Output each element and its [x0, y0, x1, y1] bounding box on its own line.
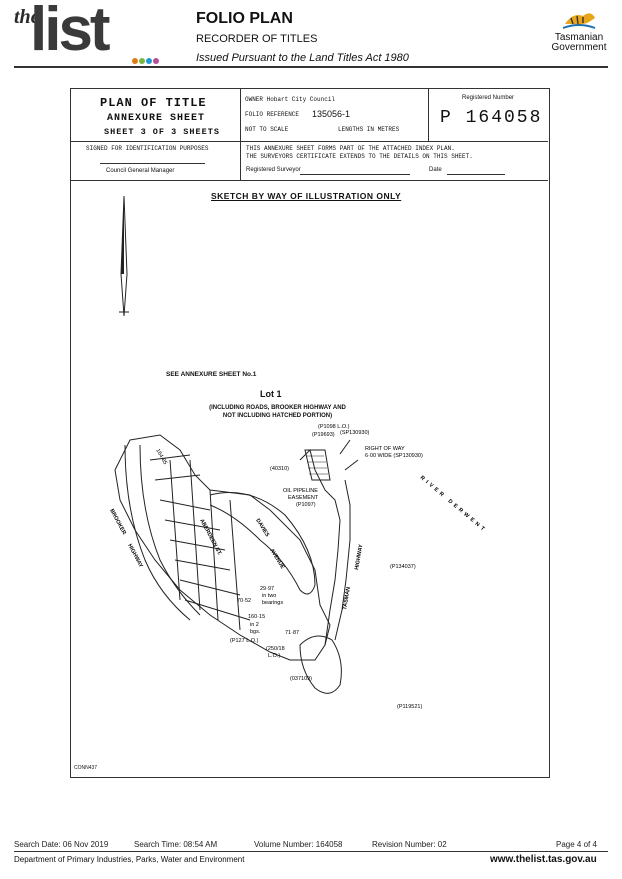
logo-dot	[132, 58, 138, 64]
street-label: HIGHWAY	[126, 543, 144, 569]
logo-dot	[139, 58, 145, 64]
logo-dot	[146, 58, 152, 64]
date-label: Date	[429, 167, 442, 173]
street-label: HIGHWAY	[354, 544, 364, 571]
date-line	[447, 174, 505, 175]
volume-number: Volume Number: 164058	[254, 840, 343, 849]
surveyor-line	[300, 174, 410, 175]
river-label: RIVER DERWENT	[419, 475, 488, 534]
street-label: TASMAN	[342, 587, 352, 611]
map-label: (P134037)	[390, 564, 416, 570]
council-general-manager: Council General Manager	[106, 168, 175, 174]
page-title: FOLIO PLAN	[196, 10, 293, 27]
registered-surveyor-label: Registered Surveyor	[246, 167, 301, 173]
plan-frame	[70, 88, 550, 778]
signature-line	[100, 163, 205, 164]
tasmanian-tiger-icon	[562, 13, 596, 29]
map-label: (250/18	[266, 646, 285, 652]
map-label: (037109)	[290, 676, 312, 682]
map-label: (P119521)	[397, 704, 422, 710]
map-label: OIL PIPELINE	[283, 488, 318, 494]
map-label: (P19693)	[312, 432, 335, 438]
not-to-scale: NOT TO SCALE	[245, 126, 289, 133]
search-time: Search Time: 08:54 AM	[134, 840, 218, 849]
lot-sketch-map: (P1098 L.O.) (P19693) (SP130930) RIGHT O…	[108, 424, 488, 710]
map-label: (P127 L.O.)	[230, 638, 259, 644]
map-label: RIGHT OF WAY	[365, 446, 405, 452]
header-divider	[14, 66, 608, 68]
registered-number: P 164058	[440, 108, 543, 128]
map-label: in 2	[250, 622, 259, 628]
folio-reference-label: FOLIO REFERENCE	[245, 111, 300, 118]
divider	[428, 88, 429, 141]
gov-line1: Tasmanian	[554, 32, 604, 43]
annexure-note-line: THIS ANNEXURE SHEET FORMS PART OF THE AT…	[246, 145, 455, 152]
signed-for-identification: SIGNED FOR IDENTIFICATION PURPOSES	[86, 145, 209, 152]
tasmanian-government-logo: Tasmanian Government	[548, 8, 610, 53]
page-subtitle: RECORDER OF TITLES	[196, 33, 318, 45]
lengths-units: LENGTHS IN METRES	[338, 126, 400, 133]
lot-note-line: NOT INCLUDING HATCHED PORTION)	[222, 413, 333, 419]
lot-label: Lot 1	[260, 389, 282, 399]
folio-reference-value: 135056-1	[312, 109, 351, 119]
map-label: (P1097)	[296, 502, 316, 508]
map-label: 160·15	[248, 614, 265, 620]
title-block	[70, 88, 548, 181]
street-label: BROOKER	[108, 508, 127, 536]
annexure-note-line: THE SURVEYORS CERTIFICATE EXTENDS TO THE…	[246, 153, 473, 160]
gov-line2: Government	[551, 42, 607, 53]
see-annexure: SEE ANNEXURE SHEET No.1	[166, 371, 257, 378]
owner: OWNER Hobart City Council	[245, 96, 336, 103]
logo-dots	[132, 51, 160, 69]
map-label: (P1098 L.O.)	[318, 424, 350, 430]
map-label: (40310)	[270, 466, 289, 472]
lot-note-line: (INCLUDING ROADS, BROOKER HIGHWAY AND	[209, 405, 346, 411]
department: Department of Primary Industries, Parks,…	[14, 855, 245, 864]
annexure-note: THIS ANNEXURE SHEET FORMS PART OF THE AT…	[246, 145, 473, 161]
search-date: Search Date: 06 Nov 2019	[14, 840, 109, 849]
map-label: 29·97	[260, 586, 274, 592]
divider	[70, 141, 548, 142]
website-link[interactable]: www.thelist.tas.gov.au	[490, 854, 597, 865]
map-label: in two	[262, 593, 276, 599]
map-label: 164·85	[154, 448, 168, 466]
divider	[240, 88, 241, 141]
map-label: 70·52	[237, 598, 251, 604]
annexure-sheet: ANNEXURE SHEET	[107, 113, 206, 124]
sketch-heading: SKETCH BY WAY OF ILLUSTRATION ONLY	[211, 191, 402, 201]
sheet-count: SHEET 3 OF 3 SHEETS	[104, 127, 220, 137]
map-label: 6·00 WIDE (SP130930)	[365, 453, 423, 459]
map-label: bgs.	[250, 629, 261, 635]
lot-note: (INCLUDING ROADS, BROOKER HIGHWAY AND NO…	[170, 404, 385, 420]
page-number: Page 4 of 4	[556, 840, 597, 849]
street-label: AVENUE	[268, 548, 285, 571]
logo-the-text: the	[14, 6, 40, 28]
map-label: 71·87	[285, 630, 299, 636]
issued-note: Issued Pursuant to the Land Titles Act 1…	[196, 52, 409, 64]
map-label: (SP130930)	[340, 430, 370, 436]
north-arrow-icon	[119, 195, 129, 317]
map-label: bearings	[262, 600, 283, 606]
logo-dot	[153, 58, 159, 64]
logo-list-text: list	[30, 0, 111, 64]
plan-of-title: PLAN OF TITLE	[100, 96, 207, 110]
registered-number-label: Registered Number	[462, 95, 515, 101]
map-label: L.O.)	[268, 653, 280, 659]
footer-divider	[14, 851, 608, 852]
divider	[240, 141, 241, 180]
map-label: EASEMENT	[288, 495, 319, 501]
revision-number: Revision Number: 02	[372, 840, 447, 849]
drawing-reference: CONN437	[74, 765, 98, 771]
street-label: ABERDEEN ST.	[198, 518, 222, 557]
street-label: DAVIES	[254, 518, 270, 538]
